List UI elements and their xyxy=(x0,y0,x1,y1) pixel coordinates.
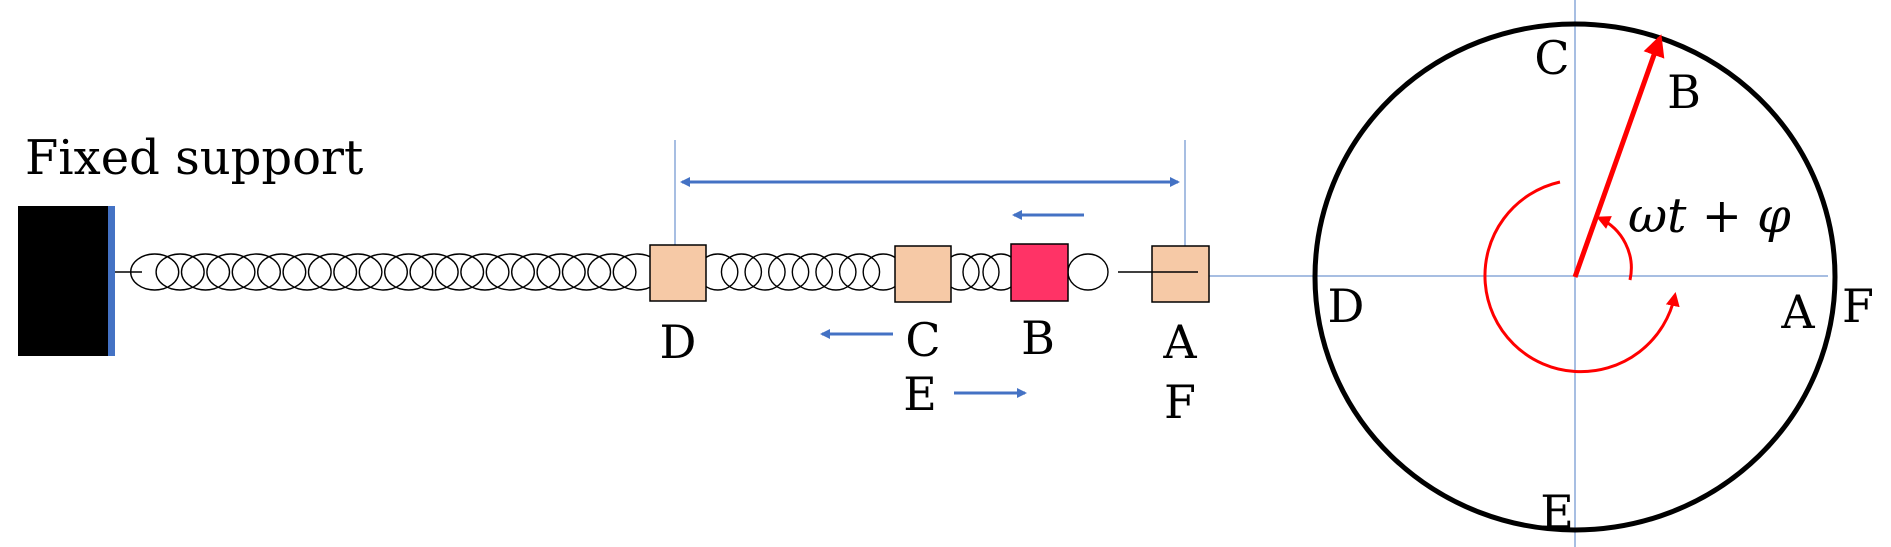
circle-label-d: D xyxy=(1328,279,1365,333)
circle-label-c: C xyxy=(1534,31,1569,85)
spring-coil xyxy=(1067,253,1109,291)
circle-label-f: F xyxy=(1842,279,1874,333)
phase-angle-arc xyxy=(1596,216,1633,281)
mass-b xyxy=(1010,243,1069,302)
phase-label: ωt + φ xyxy=(1628,188,1791,244)
spring-coil xyxy=(791,253,834,291)
spring xyxy=(115,253,1109,291)
mass-label-f: F xyxy=(1164,375,1196,429)
spring-coil xyxy=(155,253,205,291)
mass-label-e: E xyxy=(903,367,937,421)
mass-label-a: A xyxy=(1162,315,1197,369)
spring-coil xyxy=(206,253,256,291)
fixed-support-label: Fixed support xyxy=(25,130,363,186)
reference-circle xyxy=(1312,21,1838,533)
spring-coil xyxy=(257,253,307,291)
spring-coil xyxy=(231,253,281,291)
spring-coil xyxy=(282,253,332,291)
spring-coil xyxy=(744,253,786,291)
spring-coil xyxy=(358,253,408,291)
spring-coil xyxy=(720,253,763,291)
spring-coil xyxy=(511,253,561,291)
spring-coil xyxy=(434,253,485,291)
circle-label-b: B xyxy=(1667,65,1701,119)
spring-coil xyxy=(485,253,535,291)
spring-coil xyxy=(333,253,383,291)
spring-coil xyxy=(409,253,459,291)
spring-coil xyxy=(561,253,612,291)
fixed-support-wall-edge xyxy=(108,206,115,356)
spring-coil xyxy=(460,253,510,291)
spring-coil xyxy=(384,253,434,291)
circle-label-e: E xyxy=(1540,485,1574,539)
spring-coil xyxy=(129,253,180,291)
fixed-support-block xyxy=(18,206,110,356)
mass-label-c: C xyxy=(905,313,940,367)
mass-label-b: B xyxy=(1021,311,1055,365)
mass-label-d: D xyxy=(660,315,697,369)
spring-coil xyxy=(815,253,857,291)
mass-a xyxy=(1151,245,1210,303)
spring-coil xyxy=(962,253,1000,291)
spring-coil xyxy=(838,253,881,291)
phasor-arrow xyxy=(1572,34,1665,278)
circle-label-a: A xyxy=(1780,285,1815,339)
mass-d xyxy=(649,244,707,302)
rotation-direction-arc xyxy=(1483,180,1680,374)
spring-coil xyxy=(587,253,637,291)
spring-coil xyxy=(307,253,358,291)
spring-coil xyxy=(767,253,810,291)
mass-c xyxy=(894,245,952,303)
spring-coil xyxy=(536,253,586,291)
spring-coil xyxy=(180,253,231,291)
